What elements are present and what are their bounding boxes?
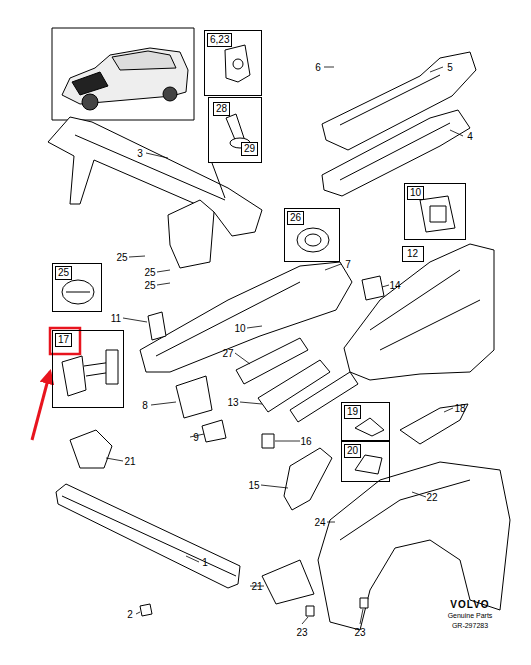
callout-number: 6,23 bbox=[207, 33, 232, 47]
callout-number: 13 bbox=[227, 397, 238, 408]
callout-number: 19 bbox=[344, 405, 361, 419]
callout-number: 2 bbox=[127, 609, 133, 620]
inset-frame: 26 bbox=[284, 208, 340, 262]
callout-number: 15 bbox=[248, 480, 259, 491]
callout-number: 24 bbox=[314, 517, 325, 528]
callout-number: 25 bbox=[55, 266, 72, 280]
callout-number: 6 bbox=[315, 62, 321, 73]
inset-frame: 12 bbox=[402, 246, 424, 262]
callout-number: 9 bbox=[193, 432, 199, 443]
callout-number: 8 bbox=[142, 400, 148, 411]
callout-number: 14 bbox=[389, 280, 400, 291]
callout-number: 17 bbox=[55, 333, 72, 347]
callout-number: 21 bbox=[251, 581, 262, 592]
callout-number: 27 bbox=[222, 348, 233, 359]
brand-mark: GR-297283 bbox=[452, 622, 488, 630]
callout-number: 16 bbox=[300, 436, 311, 447]
callout-number: 10 bbox=[407, 186, 424, 200]
callout-number: 22 bbox=[426, 492, 437, 503]
inset-frame: 10 bbox=[404, 183, 466, 240]
inset-frame: 28 29 bbox=[208, 97, 262, 163]
callout-number: 10 bbox=[234, 323, 245, 334]
inset-frame: 6,23 bbox=[204, 30, 262, 96]
callout-number: 25 bbox=[116, 252, 127, 263]
inset-frame: 20 bbox=[341, 441, 390, 482]
callout-number: 11 bbox=[111, 313, 121, 324]
callout-number: 21 bbox=[124, 456, 135, 467]
callout-number: 28 bbox=[213, 102, 230, 116]
inset-frame: 17 bbox=[52, 330, 124, 408]
callout-number: 18 bbox=[454, 403, 465, 414]
callout-number: 26 bbox=[287, 211, 304, 225]
callout-number: 23 bbox=[354, 627, 365, 638]
brand-mark: VOLVO bbox=[450, 599, 489, 610]
callout-number: 29 bbox=[241, 142, 258, 156]
callout-number: 1 bbox=[202, 557, 208, 568]
callout-number: 20 bbox=[344, 444, 361, 458]
inset-frame: 25 bbox=[52, 263, 102, 312]
callout-number: 25 bbox=[144, 280, 155, 291]
callout-number: 12 bbox=[405, 248, 420, 260]
callout-number: 3 bbox=[137, 148, 143, 159]
callout-number: 4 bbox=[467, 131, 473, 142]
callout-number: 25 bbox=[144, 267, 155, 278]
callout-number: 5 bbox=[447, 62, 453, 73]
brand-mark: Genuine Parts bbox=[448, 612, 493, 620]
callout-number: 7 bbox=[345, 259, 351, 270]
callout-number: 23 bbox=[296, 627, 307, 638]
inset-frame: 19 bbox=[341, 402, 390, 441]
